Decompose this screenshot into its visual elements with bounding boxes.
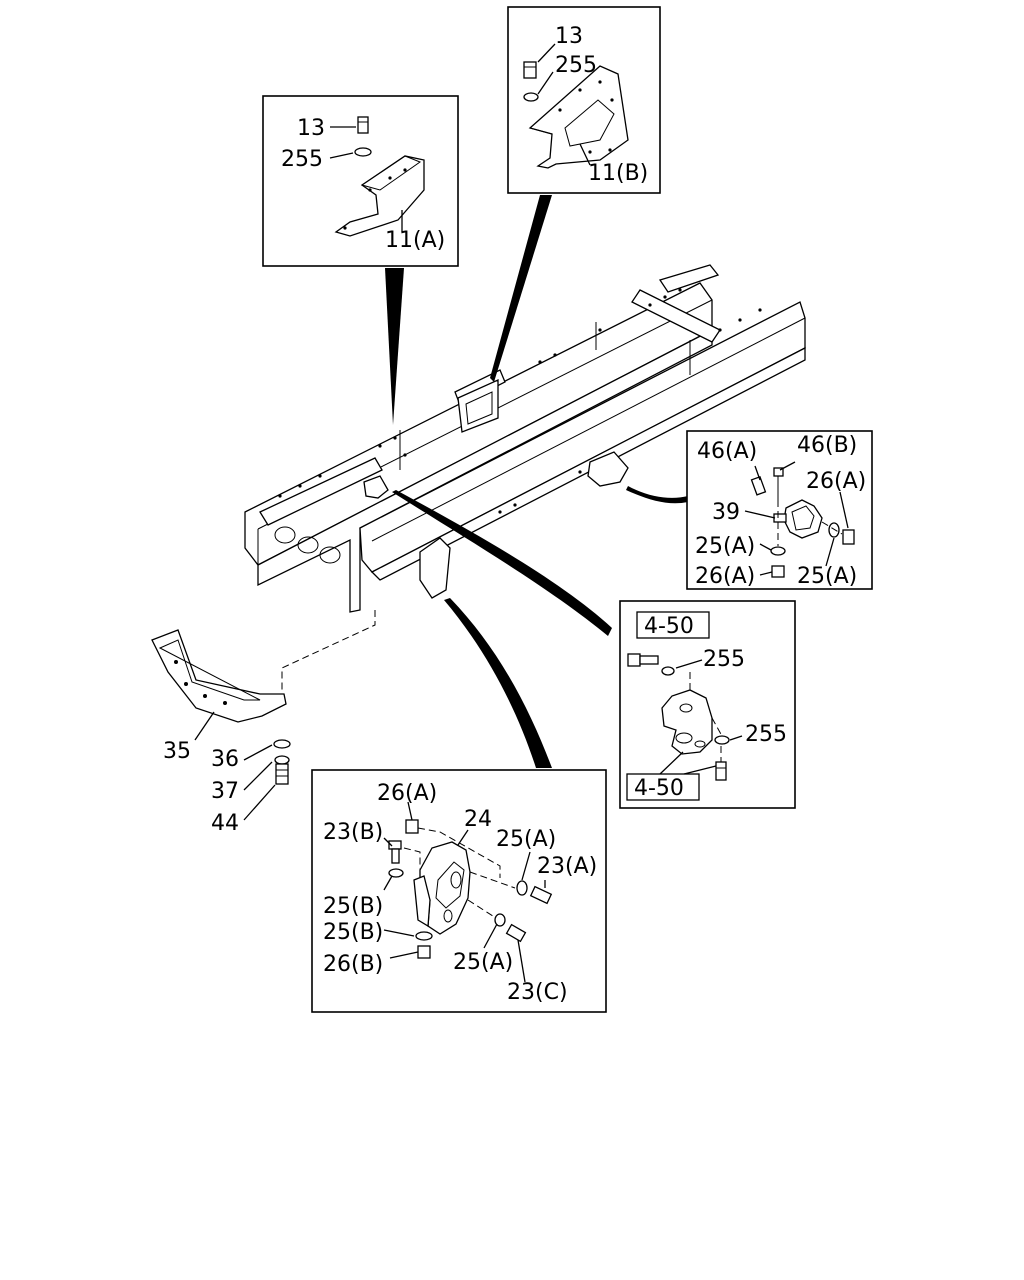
- bolt-23c-icon: [505, 923, 527, 943]
- ref-box-bottom: [626, 773, 700, 801]
- bolt-23b-shank-icon: [391, 848, 400, 864]
- callout-23c: 23(C): [507, 980, 568, 1005]
- washer-25b-icon: [388, 868, 404, 878]
- frame-crossmember-front: [259, 457, 383, 526]
- washer-37: [274, 755, 290, 765]
- leader-hanger-top: [417, 827, 501, 878]
- callout-23b: 23(B): [323, 820, 383, 845]
- callout-46b: 46(B): [797, 433, 857, 458]
- washer-25a-right-icon: [828, 522, 840, 538]
- callout-24: 24: [464, 807, 492, 832]
- callout-25a-right: 25(A): [797, 564, 857, 589]
- callout-44: 44: [211, 811, 239, 836]
- bracket-11a-icon: [334, 155, 425, 237]
- pointer-11b: [490, 195, 552, 382]
- callout-26a: 26(A): [377, 781, 437, 806]
- washer-255-right-icon: [714, 735, 730, 745]
- bolt-39-icon: [773, 513, 787, 523]
- pointer-11a: [385, 268, 404, 425]
- frame-mount-46: [587, 451, 629, 487]
- mount-body-icon: [783, 499, 823, 539]
- washer-25b-lower-icon: [415, 931, 433, 941]
- callout-255-top: 255: [703, 647, 745, 672]
- crossmember-35: [151, 629, 291, 785]
- pointer-mount-450: [392, 490, 612, 636]
- hanger-plate-icon: [413, 875, 431, 928]
- bolt-13-icon: [523, 61, 537, 79]
- bolt-head-icon: [627, 653, 641, 667]
- crossmember-body: [151, 629, 287, 723]
- bracket-11a-part: [334, 116, 425, 237]
- callout-255-b: 255: [555, 53, 597, 78]
- callout-11a: 11(A): [385, 228, 445, 253]
- callout-25a-top: 25(A): [496, 827, 556, 852]
- inset-hanger-24: [311, 769, 607, 1013]
- callout-25a-left: 25(A): [695, 534, 755, 559]
- nut-26a-icon: [405, 819, 419, 834]
- bolt-23a-icon: [529, 885, 553, 905]
- callout-11b: 11(B): [588, 161, 648, 186]
- callout-25b-top: 25(B): [323, 894, 383, 919]
- washer-255-icon: [523, 92, 539, 102]
- frame-spring-hanger: [419, 537, 451, 599]
- washer-25a-lower-icon: [494, 913, 506, 927]
- chassis-frame: [244, 264, 806, 613]
- frame-mount-small: [363, 475, 389, 499]
- callout-36: 36: [211, 747, 239, 772]
- nut-26b-icon: [417, 945, 431, 959]
- pointer-mount-46: [626, 486, 688, 504]
- leader-hanger-low: [467, 899, 497, 919]
- mount-bracket-icon: [661, 689, 713, 755]
- callout-25a-bottom: 25(A): [453, 950, 513, 975]
- hanger-24-part: [388, 819, 553, 959]
- nut-26a-right-icon: [842, 529, 855, 545]
- washer-36: [273, 739, 291, 749]
- callout-39: 39: [712, 500, 740, 525]
- mount-450-part: [627, 653, 730, 781]
- callout-255-a: 255: [281, 147, 323, 172]
- callout-37: 37: [211, 779, 239, 804]
- callout-26a-bottom: 26(A): [695, 564, 755, 589]
- leader-hanger-mid: [469, 871, 516, 889]
- bolt-44: [275, 763, 289, 785]
- frame-hole: [274, 526, 296, 544]
- callout-35: 35: [163, 739, 191, 764]
- ref-4-50-bottom: 4-50: [634, 776, 684, 801]
- washer-255-icon: [354, 147, 372, 157]
- callout-23a: 23(A): [537, 854, 597, 879]
- bolt-13-icon: [357, 116, 369, 134]
- ref-box-top: [636, 611, 710, 639]
- leader-hanger-bolt: [403, 847, 421, 870]
- callout-13-a: 13: [297, 116, 325, 141]
- inset-mount-46: [686, 430, 873, 590]
- washer-25a-icon: [770, 546, 786, 556]
- callout-13-b: 13: [555, 24, 583, 49]
- frame-crossmember-rear: [631, 289, 721, 343]
- callout-46a: 46(A): [697, 439, 757, 464]
- leader-crossmember: [281, 610, 376, 700]
- washer-25a-icon: [516, 880, 528, 896]
- frame-rivets: [278, 288, 762, 514]
- frame-rail-far-lower: [370, 346, 806, 581]
- pointer-hanger-24: [444, 598, 552, 768]
- bolt-lower-icon: [715, 761, 727, 781]
- bracket-11b-icon: [528, 65, 629, 169]
- ref-4-50-top: 4-50: [644, 614, 694, 639]
- frame-hole: [319, 546, 341, 564]
- washer-255-icon: [661, 666, 675, 676]
- bolt-46a-icon: [750, 475, 767, 496]
- nut-26a-icon: [771, 565, 785, 578]
- mount-46-part: [750, 467, 855, 578]
- callout-255-right: 255: [745, 722, 787, 747]
- frame-hole: [297, 536, 319, 554]
- callout-26b: 26(B): [323, 952, 383, 977]
- callout-25b-bottom: 25(B): [323, 920, 383, 945]
- frame-crossmember-rear-2: [658, 264, 720, 293]
- callout-26a-top: 26(A): [806, 469, 866, 494]
- bracket-11b-part: [523, 61, 629, 169]
- bolt-shank-icon: [639, 655, 659, 665]
